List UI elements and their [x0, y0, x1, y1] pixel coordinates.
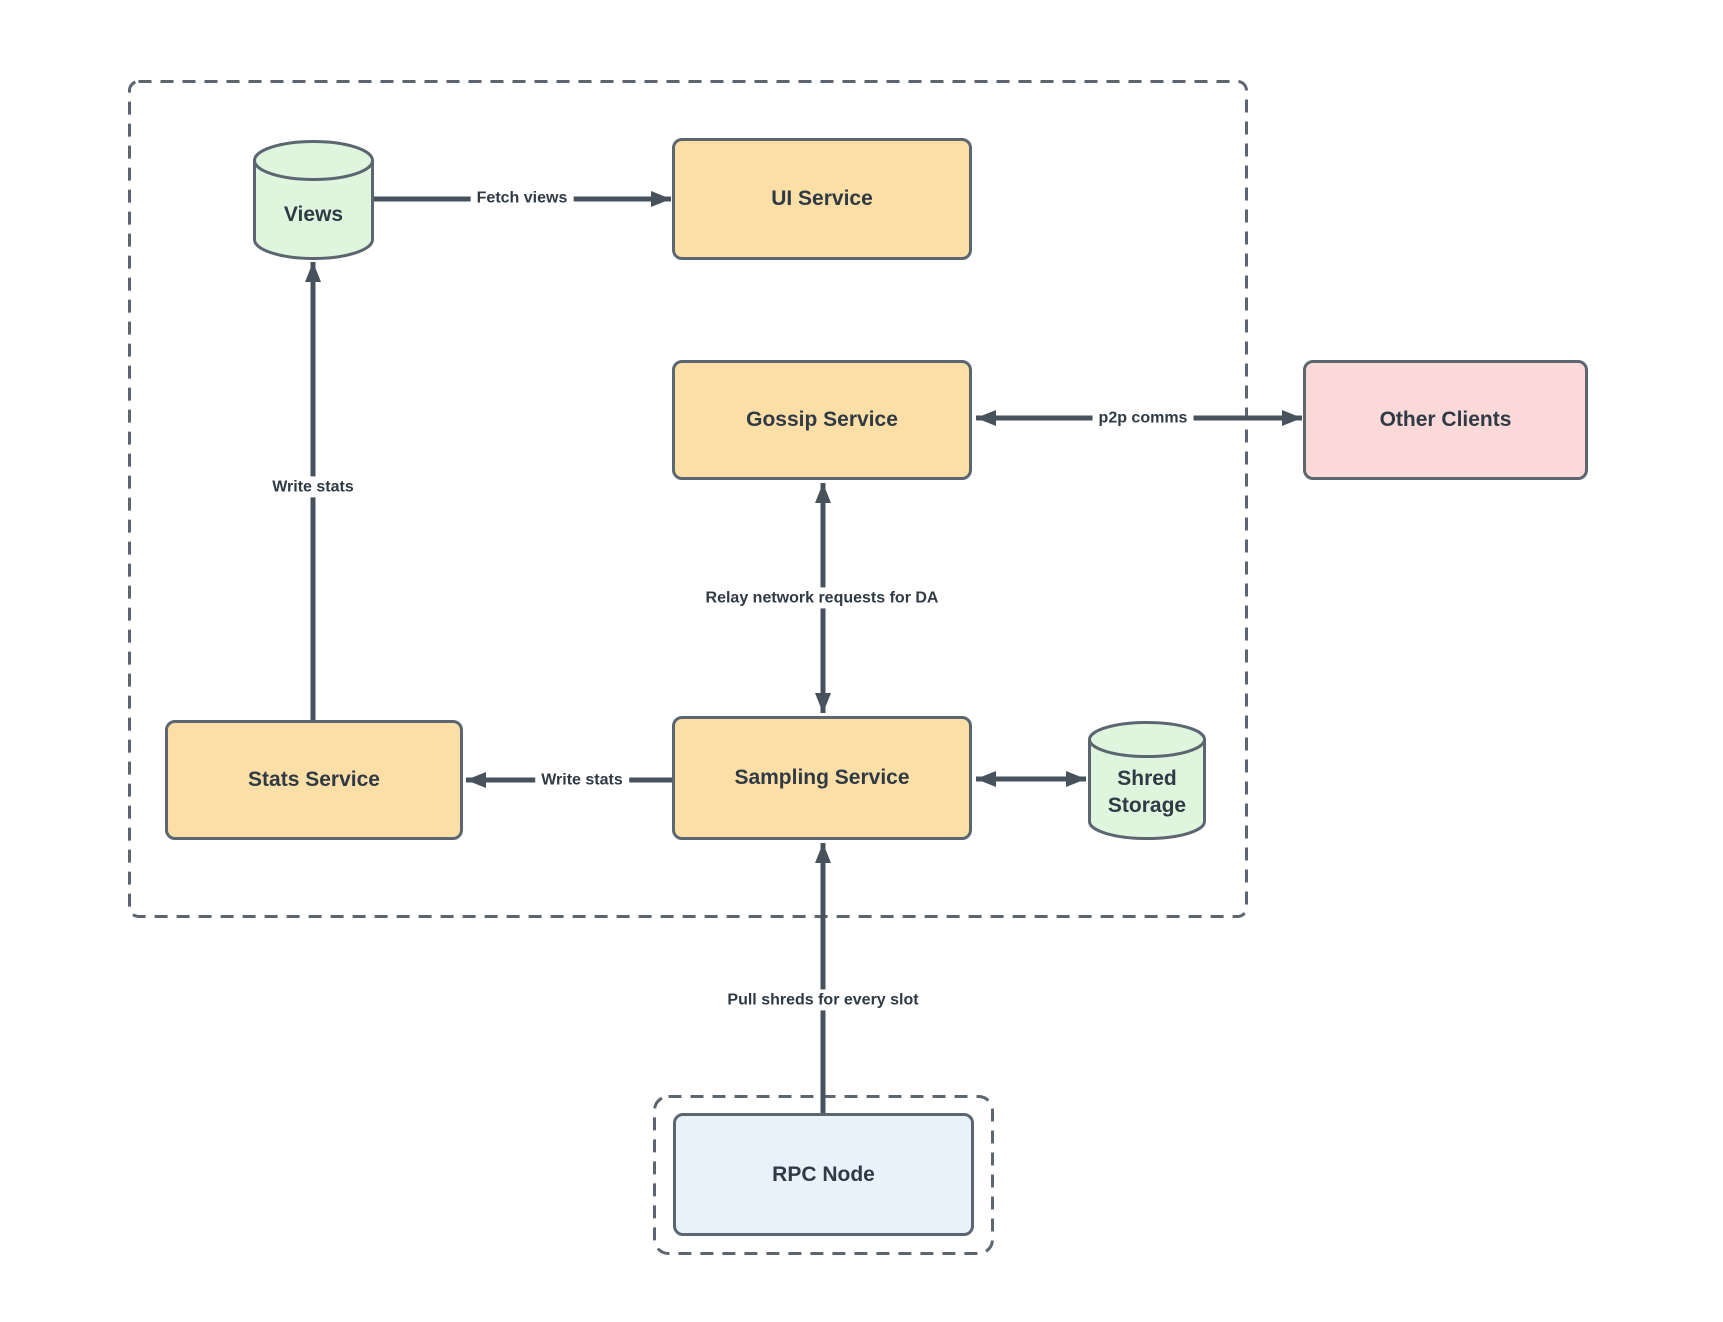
node-sampling-service-label: Sampling Service [734, 766, 910, 790]
node-gossip-service: Gossip Service [672, 360, 972, 480]
cylinder-shape [1088, 721, 1206, 840]
node-stats-service: Stats Service [165, 720, 463, 840]
node-rpc-node: RPC Node [673, 1113, 974, 1236]
node-sampling-service: Sampling Service [672, 716, 972, 840]
edge-label-write-stats-to-stats: Write stats [535, 769, 629, 791]
node-ui-service-label: UI Service [771, 187, 873, 211]
edge-label-pull-shreds: Pull shreds for every slot [721, 989, 925, 1011]
node-shred-storage-label: Shred Storage [1107, 767, 1187, 817]
system-boundary [128, 80, 1248, 918]
node-other-clients-label: Other Clients [1379, 408, 1512, 432]
edge-label-relay-requests: Relay network requests for DA [699, 587, 945, 609]
edge-label-p2p-comms: p2p comms [1092, 407, 1194, 429]
edge-label-fetch-views: Fetch views [470, 187, 574, 209]
node-other-clients: Other Clients [1303, 360, 1588, 480]
node-shred-storage-database: Shred Storage [1088, 721, 1206, 840]
node-views-database: Views [253, 140, 374, 260]
node-stats-service-label: Stats Service [248, 768, 380, 792]
node-gossip-service-label: Gossip Service [746, 408, 898, 432]
edge-label-write-stats-to-views: Write stats [266, 476, 360, 498]
node-views-label: Views [283, 202, 344, 226]
node-ui-service: UI Service [672, 138, 972, 260]
cylinder-shape [253, 140, 374, 260]
node-rpc-node-label: RPC Node [772, 1162, 875, 1186]
